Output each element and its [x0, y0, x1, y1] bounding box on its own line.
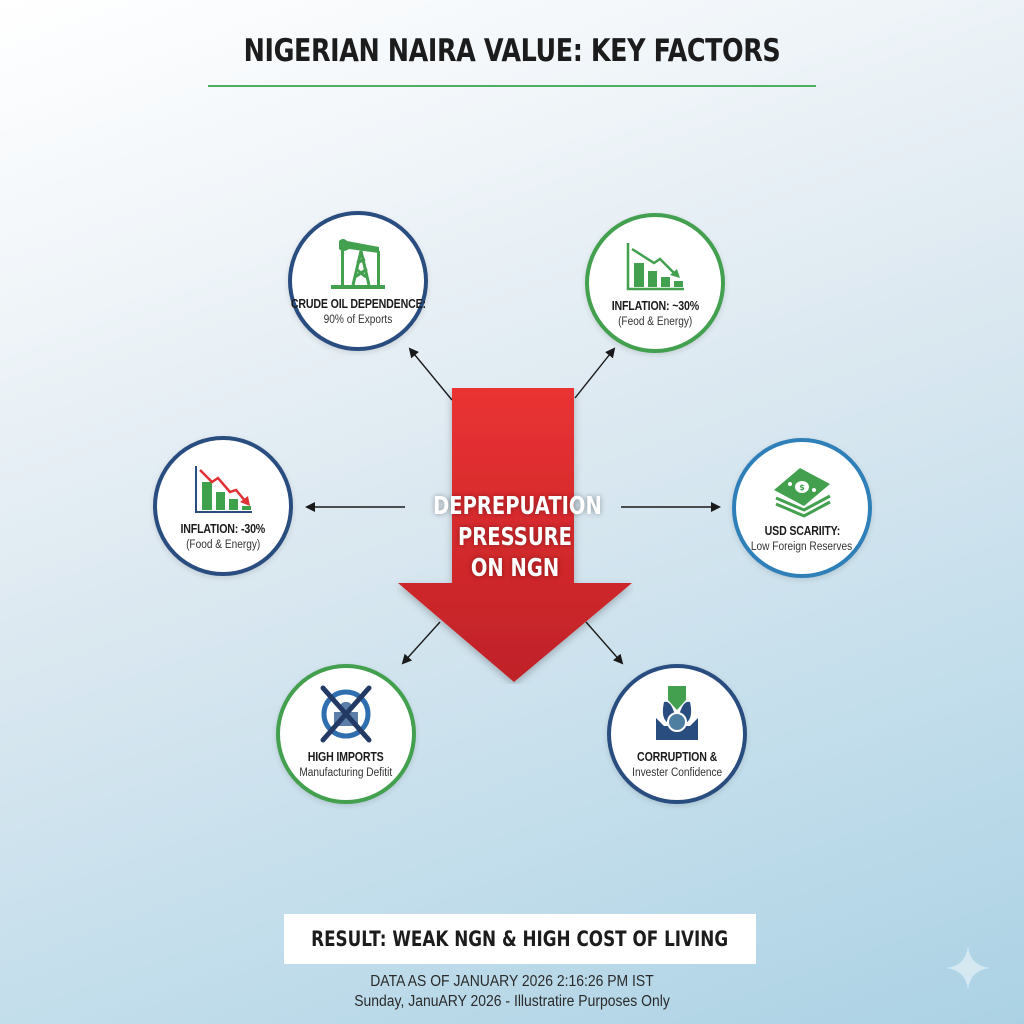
page-title: NIGERIAN NAIRA VALUE: KEY FACTORS: [243, 33, 781, 69]
arrow-to-corruption: [585, 621, 624, 665]
title-divider: [208, 85, 816, 87]
factor-node-high-imports[interactable]: HIGH IMPORTS Manufacturing Defitit: [276, 664, 416, 804]
arrow-to-inflation-top: [574, 347, 616, 399]
center-label: DEPREPUATION PRESSURE ON NGN: [433, 491, 602, 582]
declining-bar-chart-icon: [624, 235, 686, 293]
svg-text:$: $: [799, 483, 805, 492]
oil-pump-icon: [327, 233, 389, 291]
factor-node-inflation-left[interactable]: INFLATION: -30% (Food & Energy): [153, 436, 293, 576]
cash-stack-icon: $: [770, 460, 834, 518]
footer-timestamp: DATA AS OF JANUARY 2026 2:16:26 PM IST: [370, 973, 654, 990]
result-banner: RESULT: WEAK NGN & HIGH COST OF LIVING: [284, 914, 756, 964]
arrow-to-high-imports: [401, 621, 441, 665]
declining-bar-chart-icon: [192, 458, 254, 516]
sparkle-icon: [946, 946, 990, 990]
result-text: RESULT: WEAK NGN & HIGH COST OF LIVING: [311, 927, 729, 951]
depreciation-arrow: [398, 388, 632, 682]
factor-node-crude-oil[interactable]: CRUDE OIL DEPENDENCE: 90% of Exports: [288, 211, 428, 351]
investor-badge-icon: [646, 686, 708, 744]
arrow-to-crude-oil: [408, 347, 453, 401]
factor-node-inflation-top[interactable]: INFLATION: ~30% (Feod & Energy): [585, 213, 725, 353]
factor-node-usd-scarcity[interactable]: $ USD SCARIITY: Low Foreign Reserves: [732, 438, 872, 578]
footer-disclaimer: Sunday, JanuARY 2026 - Illustratire Purp…: [354, 993, 670, 1010]
factor-node-corruption[interactable]: CORRUPTION & Invester Confidence: [607, 664, 747, 804]
footer: DATA AS OF JANUARY 2026 2:16:26 PM IST S…: [0, 972, 1024, 1012]
crossed-factory-icon: [315, 685, 377, 744]
